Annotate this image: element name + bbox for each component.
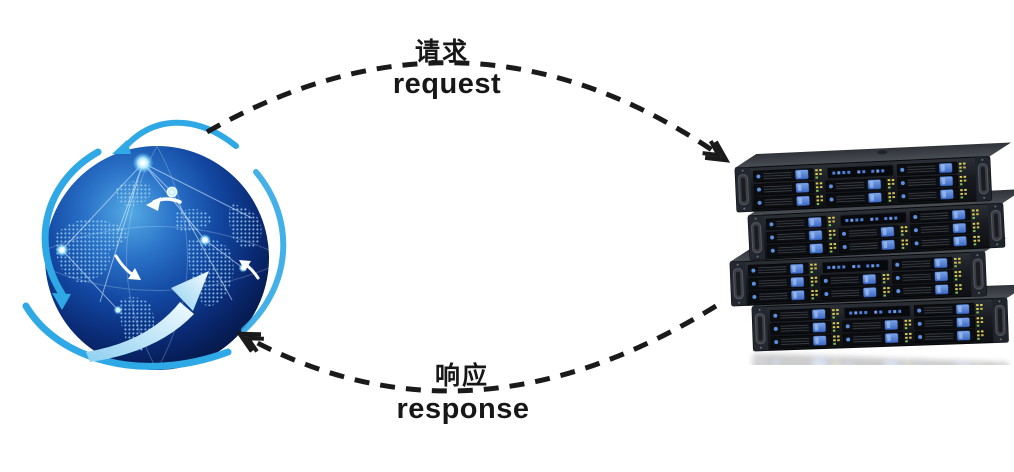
response-arrow (235, 303, 718, 394)
request-label-zh: 请求 (414, 38, 470, 66)
request-arrow (205, 60, 731, 163)
request-label-en: request (392, 68, 502, 100)
server-stack-icon (729, 142, 1014, 472)
request-arrowhead (704, 140, 731, 163)
server-reflection (729, 354, 1014, 472)
globe-big-arrow (86, 271, 209, 362)
response-arrowhead-inner (244, 336, 264, 353)
response-arrowhead (235, 331, 262, 353)
response-label-zh: 响应 (434, 362, 490, 390)
internet-globe-icon (22, 119, 287, 370)
response-label-en: response (396, 393, 530, 425)
globe-swirl-arcs (22, 119, 287, 370)
request-arrowhead-inner (702, 140, 723, 158)
